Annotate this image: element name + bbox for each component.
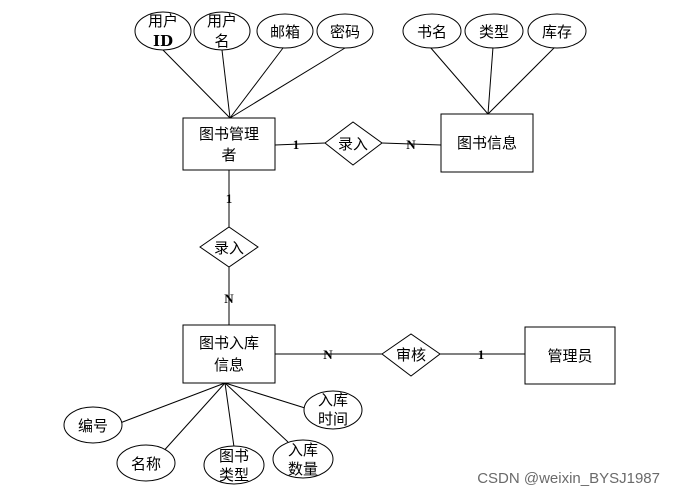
relationship-entry-top-label: 录入 bbox=[338, 135, 368, 153]
entity-inbound-info-line-1: 图书入库 bbox=[199, 334, 259, 352]
entity-book-info: 图书信息 bbox=[440, 113, 534, 173]
entity-inbound-info-line-2: 信息 bbox=[214, 356, 244, 374]
entity-book-admin-line-2: 者 bbox=[221, 146, 236, 164]
attribute-book-type: 图书 类型 bbox=[203, 445, 265, 485]
attribute-type: 类型 bbox=[464, 13, 524, 49]
relationship-audit: 审核 bbox=[381, 333, 441, 377]
attribute-email-label: 邮箱 bbox=[270, 23, 300, 41]
attribute-user-id-line-1: 用户 bbox=[148, 12, 178, 30]
attribute-name: 名称 bbox=[116, 444, 176, 482]
attribute-book-type-line-1: 图书 bbox=[219, 447, 249, 465]
cardinality-entry-left-admin: 1 bbox=[226, 191, 233, 206]
attribute-inbound-time-line-1: 入库 bbox=[318, 391, 348, 409]
cardinality-entry-left-inbound: N bbox=[224, 291, 234, 306]
attribute-name-label: 名称 bbox=[131, 455, 161, 473]
cardinality-audit-inbound: N bbox=[323, 347, 333, 362]
connector-lines bbox=[119, 46, 556, 456]
attribute-password-label: 密码 bbox=[330, 23, 360, 41]
attribute-book-type-line-2: 类型 bbox=[219, 466, 249, 484]
relationship-entry-top: 录入 bbox=[324, 121, 383, 166]
entity-book-admin-line-1: 图书管理 bbox=[199, 125, 259, 143]
attribute-code: 编号 bbox=[63, 406, 123, 444]
attribute-inbound-time-line-2: 时间 bbox=[318, 410, 348, 428]
attribute-user-id: 用户 ID bbox=[134, 11, 192, 51]
attribute-user-name-line-1: 用户 bbox=[207, 12, 237, 30]
attribute-inbound-time: 入库 时间 bbox=[303, 390, 363, 430]
watermark: CSDN @weixin_BYSJ1987 bbox=[477, 470, 660, 487]
cardinality-audit-admin: 1 bbox=[478, 347, 485, 362]
relationship-audit-label: 审核 bbox=[396, 346, 426, 364]
entity-book-info-label: 图书信息 bbox=[457, 134, 517, 152]
attribute-stock-label: 库存 bbox=[542, 23, 572, 41]
entity-book-admin: 图书管理 者 bbox=[182, 117, 276, 171]
relationship-entry-left: 录入 bbox=[199, 226, 259, 268]
attribute-stock: 库存 bbox=[527, 13, 587, 49]
attribute-user-name: 用户 名 bbox=[193, 11, 251, 51]
cardinality-entry-top-book: N bbox=[406, 137, 416, 152]
attribute-password: 密码 bbox=[316, 13, 374, 49]
attribute-inbound-qty: 入库 数量 bbox=[272, 439, 334, 479]
attribute-user-name-line-2: 名 bbox=[214, 32, 229, 50]
relationship-entry-left-label: 录入 bbox=[214, 239, 244, 257]
attribute-title: 书名 bbox=[402, 13, 462, 49]
attribute-inbound-qty-line-2: 数量 bbox=[288, 460, 318, 478]
attribute-title-label: 书名 bbox=[417, 23, 447, 41]
attribute-user-id-line-2: ID bbox=[153, 32, 173, 50]
attribute-code-label: 编号 bbox=[78, 417, 108, 435]
entity-inbound-info: 图书入库 信息 bbox=[182, 324, 276, 384]
entity-administrator-label: 管理员 bbox=[547, 347, 592, 365]
attribute-inbound-qty-line-1: 入库 bbox=[288, 441, 318, 459]
attribute-type-label: 类型 bbox=[479, 23, 509, 41]
cardinality-entry-top-admin: 1 bbox=[293, 137, 300, 152]
attribute-email: 邮箱 bbox=[256, 13, 314, 49]
entity-administrator: 管理员 bbox=[524, 326, 616, 385]
